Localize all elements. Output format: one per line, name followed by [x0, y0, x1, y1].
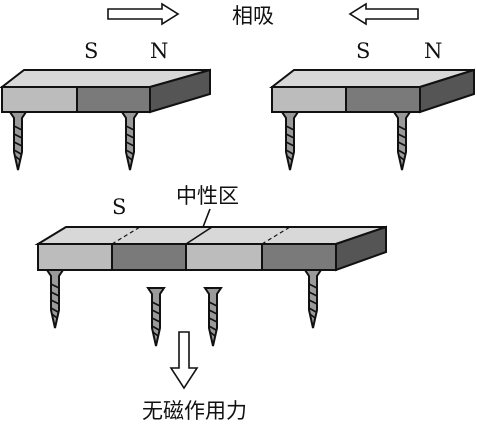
screw-icon — [281, 111, 299, 171]
down-arrow-icon — [169, 331, 199, 390]
fallen-screw-icon — [204, 287, 222, 347]
top-right-s-pole-label: S — [356, 39, 370, 63]
top-right-magnet — [269, 68, 475, 114]
top-left-s-pole-label: S — [84, 39, 98, 63]
top-left-n-pole-label: N — [150, 39, 168, 63]
bottom-s-pole-label: S — [112, 195, 126, 219]
screw-icon — [121, 111, 139, 171]
screw-icon — [9, 111, 27, 171]
screw-icon — [393, 111, 411, 171]
bottom-combined-magnet — [34, 225, 387, 272]
attract-label: 相吸 — [232, 4, 274, 28]
neutral-zone-label: 中性区 — [176, 184, 239, 208]
no-magnetic-force-label: 无磁作用力 — [142, 399, 247, 423]
right-arrow-icon — [107, 2, 180, 26]
screw-icon — [46, 269, 64, 329]
left-arrow-icon — [348, 2, 419, 26]
top-left-magnet — [0, 68, 211, 114]
top-right-n-pole-label: N — [424, 39, 442, 63]
screw-icon — [304, 269, 322, 329]
fallen-screw-icon — [147, 287, 165, 347]
